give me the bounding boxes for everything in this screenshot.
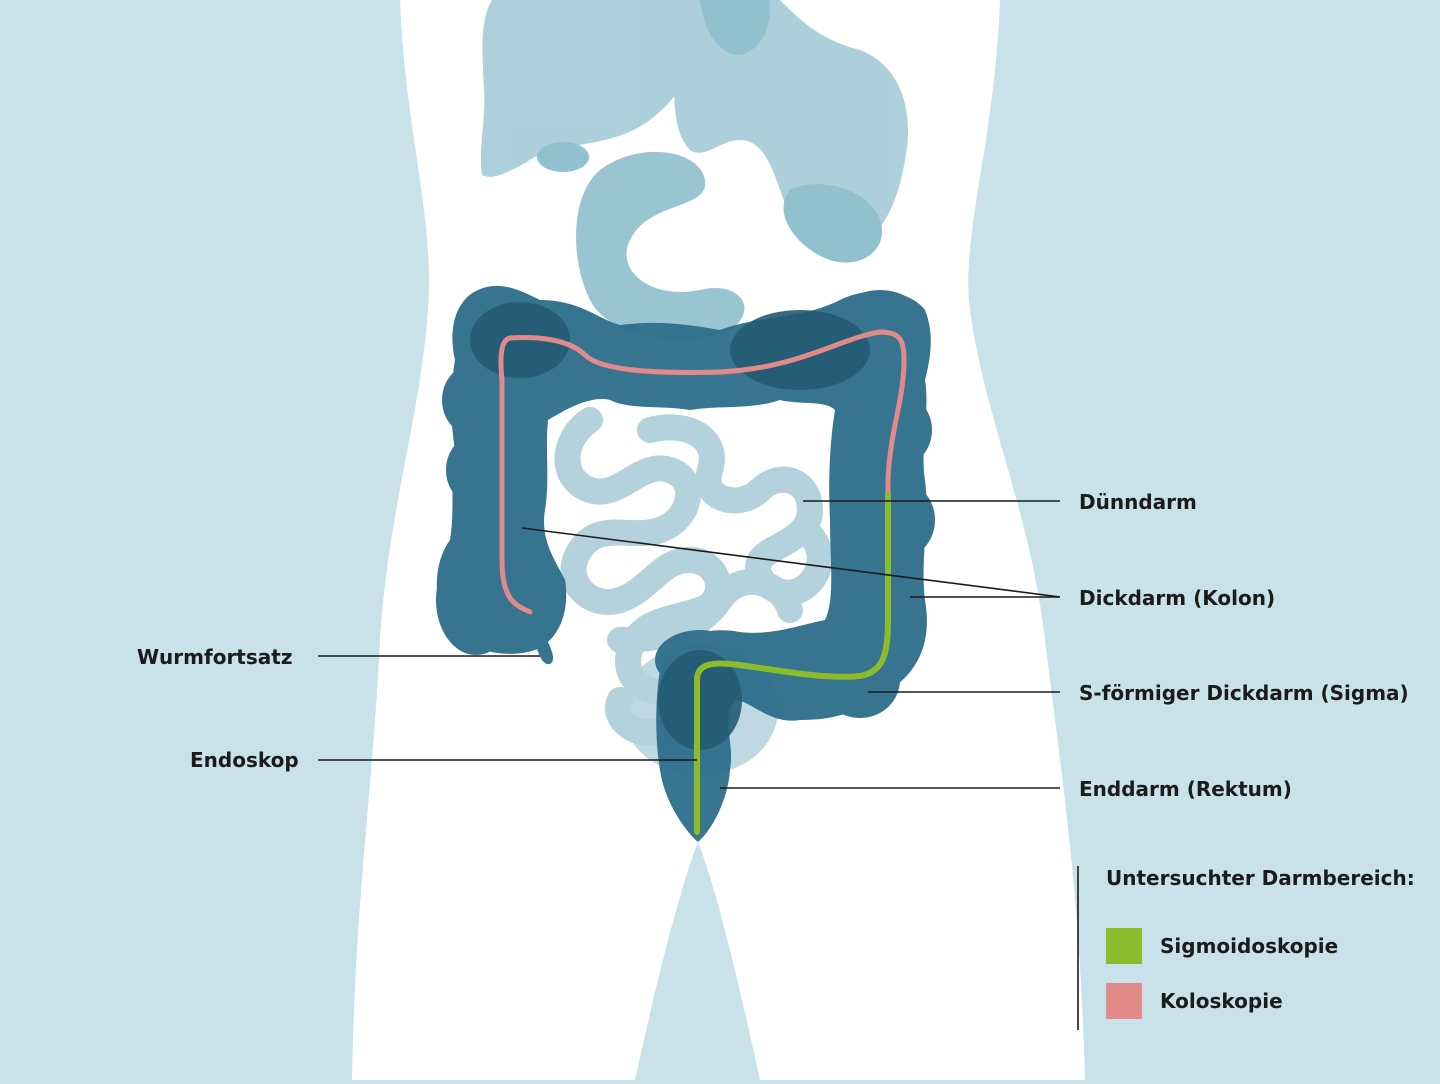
leader-lines [318,500,1079,1030]
label-colon: Dickdarm (Kolon) [1079,586,1276,610]
duodenum-shape [576,151,745,340]
label-appendix: Wurmfortsatz [137,645,293,669]
label-sigmoid: S-förmiger Dickdarm (Sigma) [1079,681,1409,705]
label-rectum: Enddarm (Rektum) [1079,777,1292,801]
legend-label-sigmoidoscopy: Sigmoidoskopie [1160,934,1339,958]
sigmoidoscopy-path [694,492,891,835]
stomach-shape [674,0,908,250]
legend-swatch-sigmoidoscopy [1106,928,1142,964]
appendix-shape [530,620,554,665]
pancreas-shape [783,184,882,263]
liver-shape [480,0,703,177]
label-small-intestine: Dünndarm [1079,490,1197,514]
legend-title: Untersuchter Darmbereich: [1106,866,1415,890]
legend-swatch-colonoscopy [1106,983,1142,1019]
esophagus-shape [700,0,771,55]
gallbladder-shape [537,142,589,172]
body-silhouette [352,0,1085,1080]
upper-organs [480,0,908,340]
legend-item-sigmoidoscopy: Sigmoidoskopie [1106,928,1338,964]
legend-item-colonoscopy: Koloskopie [1106,983,1283,1019]
legend-label-colonoscopy: Koloskopie [1160,989,1283,1013]
label-endoscope: Endoskop [190,748,299,772]
